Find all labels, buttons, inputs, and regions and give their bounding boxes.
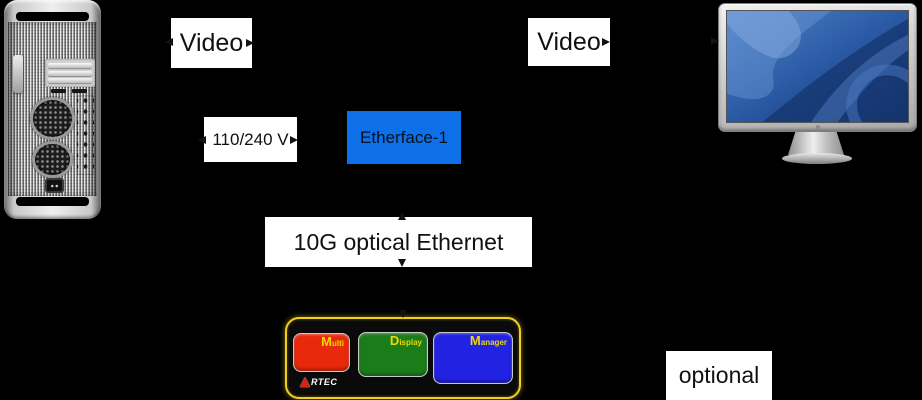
arrowhead-video-left-west-icon bbox=[165, 38, 173, 46]
tower-port-column bbox=[77, 95, 94, 175]
etherface-label: Etherface-1 bbox=[360, 127, 448, 147]
pci-slot-cover bbox=[48, 63, 92, 69]
video-label-right: Video bbox=[528, 18, 610, 66]
tower-fan-bottom bbox=[32, 141, 73, 178]
power-voltage-label: 110/240 V bbox=[204, 117, 297, 162]
mdm-blue-box: Manager bbox=[433, 332, 513, 384]
monitor-base bbox=[782, 153, 852, 164]
arrowhead-ethernet-north-icon bbox=[398, 212, 406, 220]
mdm-label-manager-rest: anager bbox=[480, 338, 507, 347]
video-label-left-text: Video bbox=[179, 28, 244, 57]
arrowhead-video-right-east-icon bbox=[602, 38, 610, 46]
etherface-box: Etherface-1 bbox=[347, 111, 461, 164]
mdm-label-multi-rest: ulti bbox=[332, 339, 344, 348]
pci-slot-cover bbox=[48, 70, 92, 76]
power-voltage-text: 110/240 V bbox=[212, 129, 289, 149]
artec-logo: RTEC bbox=[300, 377, 337, 387]
monitor-stand bbox=[788, 132, 844, 155]
arrowhead-power-east-icon bbox=[290, 136, 298, 144]
ethernet-label-text: 10G optical Ethernet bbox=[293, 228, 504, 255]
mdm-device: Multi Display Manager RTEC bbox=[285, 317, 521, 399]
ethernet-label: 10G optical Ethernet bbox=[265, 217, 532, 267]
mdm-label-display: Display bbox=[390, 334, 422, 349]
cinema-display-image bbox=[718, 3, 917, 165]
mdm-label-display-initial: D bbox=[389, 333, 400, 348]
video-label-right-text: Video bbox=[537, 27, 601, 56]
tower-bottom-handle-gap bbox=[16, 197, 89, 206]
monitor-logo-dot bbox=[815, 125, 820, 129]
tower-top-handle-gap bbox=[16, 12, 89, 21]
tower-fan-top bbox=[30, 97, 75, 140]
mdm-green-box: Display bbox=[358, 332, 428, 377]
mdm-label-multi-initial: M bbox=[321, 334, 332, 349]
tower-video-port bbox=[51, 89, 66, 93]
tower-latch-bar bbox=[13, 55, 23, 93]
mac-pro-tower-image bbox=[4, 0, 101, 219]
tower-video-port bbox=[72, 89, 87, 93]
optional-label: optional bbox=[666, 351, 772, 400]
mdm-label-manager-initial: M bbox=[469, 333, 481, 348]
mdm-red-box: Multi bbox=[293, 333, 350, 372]
mdm-label-display-rest: isplay bbox=[399, 338, 422, 347]
arrowhead-video-left-east-icon bbox=[246, 39, 254, 47]
tower-power-socket bbox=[45, 178, 64, 193]
mdm-label-manager: Manager bbox=[470, 334, 507, 349]
artec-triangle-icon bbox=[300, 377, 310, 387]
arrowhead-monitor-west-icon bbox=[711, 37, 719, 45]
artec-logo-text: RTEC bbox=[311, 377, 338, 387]
mdm-label-multi: Multi bbox=[321, 335, 344, 350]
video-label-left: Video bbox=[171, 18, 252, 68]
arrowhead-ethernet-south-icon bbox=[398, 259, 406, 267]
arrowhead-power-west-icon bbox=[198, 136, 206, 144]
optional-label-text: optional bbox=[678, 362, 760, 388]
monitor-screen bbox=[726, 10, 909, 123]
arrowhead-mdm-north-icon bbox=[399, 310, 407, 318]
screen-wallpaper bbox=[727, 11, 908, 122]
pci-slot-cover bbox=[48, 77, 92, 83]
tower-pci-slots bbox=[45, 59, 95, 87]
